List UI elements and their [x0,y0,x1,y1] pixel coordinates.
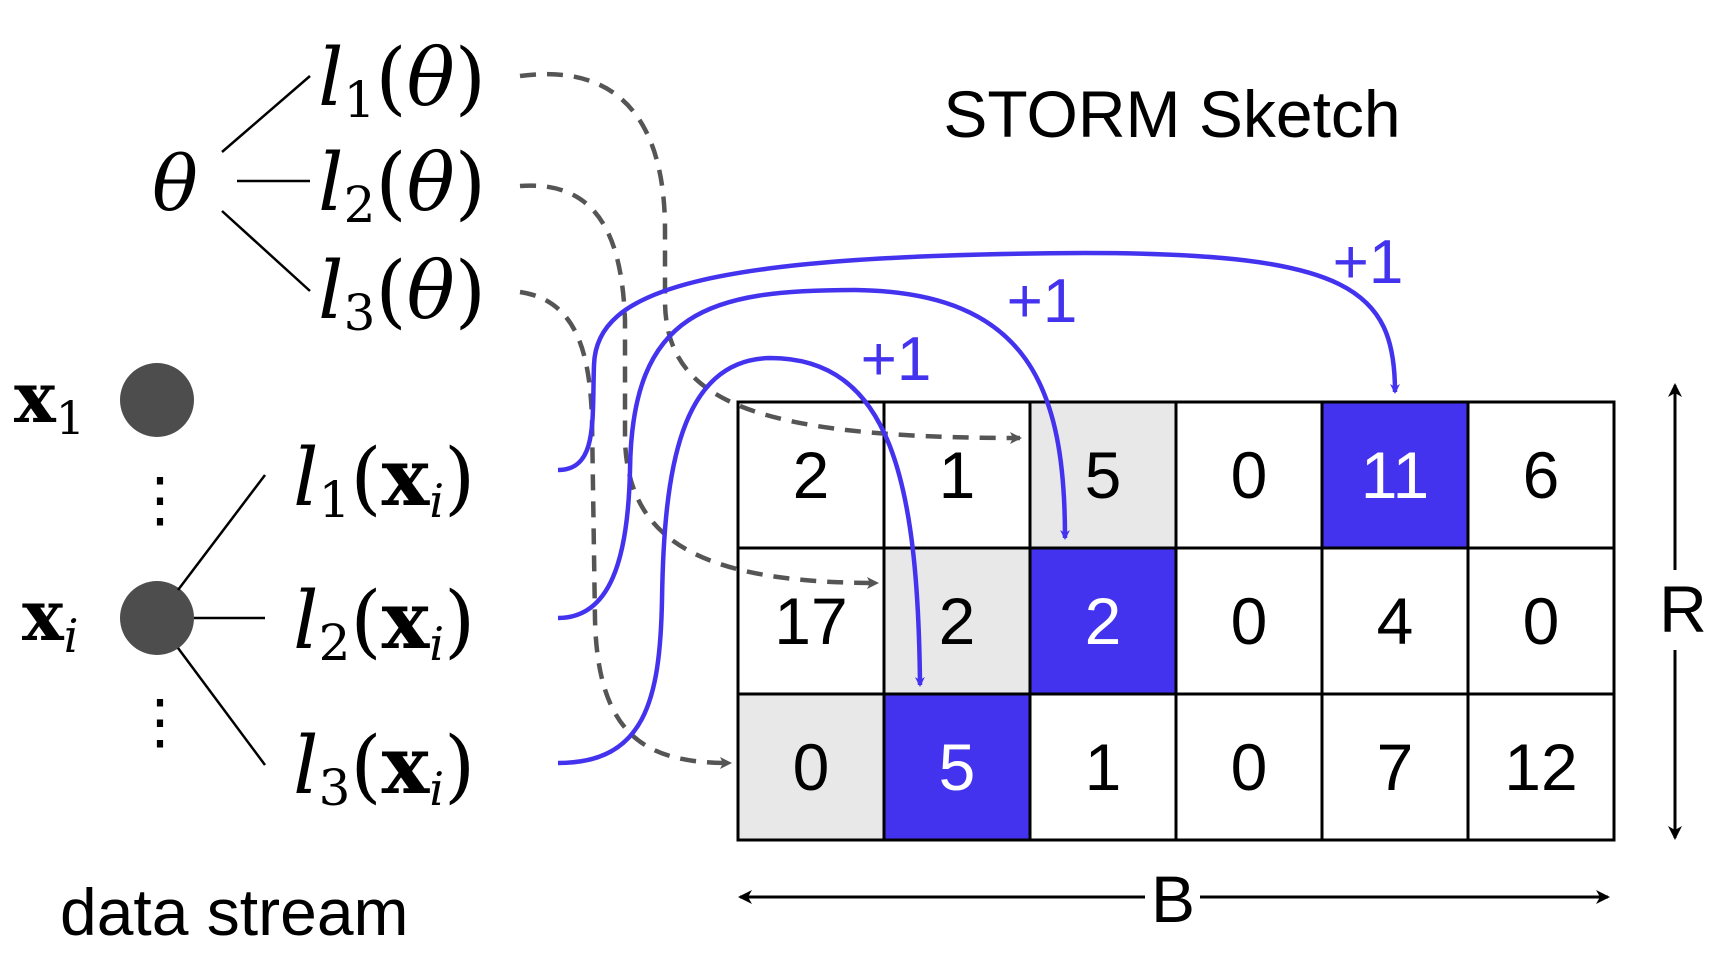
update-arrow-2 [557,287,1070,621]
theta-symbol: θ [152,139,198,228]
xi-label: xi [22,574,78,663]
sketch-cell [1320,692,1470,842]
dots-lower: ⋮ [130,687,190,757]
sketch-cell [1174,400,1324,550]
theta-loss-3: l3(θ) [318,244,486,342]
sketch-cell [1466,692,1616,842]
query-arrow-2 [519,183,879,589]
width-label: B [1151,862,1195,936]
sketch-cell-value: 4 [1377,584,1414,658]
update-label-2: +1 [1007,267,1078,336]
update-label-1: +1 [1333,228,1404,297]
sketch-cell [1028,692,1178,842]
xi-branch-1 [177,474,266,591]
sketch-cell [1466,400,1616,550]
sketch-cell-value: 7 [1377,730,1414,804]
sketch-cell-value: 2 [1085,584,1122,658]
theta-loss-2: l2(θ) [318,136,486,234]
xi-node [120,581,194,655]
theta-loss-1: l1(θ) [318,31,486,129]
sketch-cell-value: 0 [1523,584,1560,658]
sketch-cell-value: 2 [793,438,830,512]
sketch-cell-value: 0 [1231,584,1268,658]
sketch-cell [1466,546,1616,696]
theta-branch-3 [221,210,311,292]
sketch-cell-value: 2 [939,584,976,658]
sketch-cell-value: 1 [1085,730,1122,804]
sketch-cell-value: 11 [1361,438,1430,512]
query-arrow-3 [519,289,732,769]
sketch-cell-value: 5 [1085,438,1122,512]
data-stream-label: data stream [60,875,409,949]
sketch-cell-value: 0 [793,730,830,804]
sketch-title: STORM Sketch [943,77,1400,151]
height-label: R [1659,572,1707,646]
dots-upper: ⋮ [130,465,190,535]
sketch-cell-value: 5 [939,730,976,804]
xi-loss-2: l2(xi) [293,573,475,672]
sketch-cell-value: 1 [939,438,976,512]
xi-loss-3: l3(xi) [293,718,475,817]
sketch-cell-value: 17 [774,584,847,658]
sketch-cell [1174,692,1324,842]
sketch-cell [736,400,886,550]
xi-branch-3 [176,647,267,766]
update-arrow-3 [557,355,925,766]
query-arrow-1 [519,72,1022,444]
sketch-cell [882,692,1032,842]
x1-label: x1 [14,356,85,445]
sketch-cell [1028,400,1178,550]
xi-loss-1: l1(xi) [293,430,475,529]
sketch-cell-value: 6 [1523,438,1560,512]
theta-branch-1 [221,75,311,153]
sketch-cell-value: 12 [1504,730,1577,804]
update-arrow-1 [557,250,1400,473]
update-label-3: +1 [861,325,932,394]
sketch-cell-value: 0 [1231,438,1268,512]
x1-node [120,363,194,437]
sketch-cell-value: 0 [1231,730,1268,804]
sketch-cell [1320,546,1470,696]
